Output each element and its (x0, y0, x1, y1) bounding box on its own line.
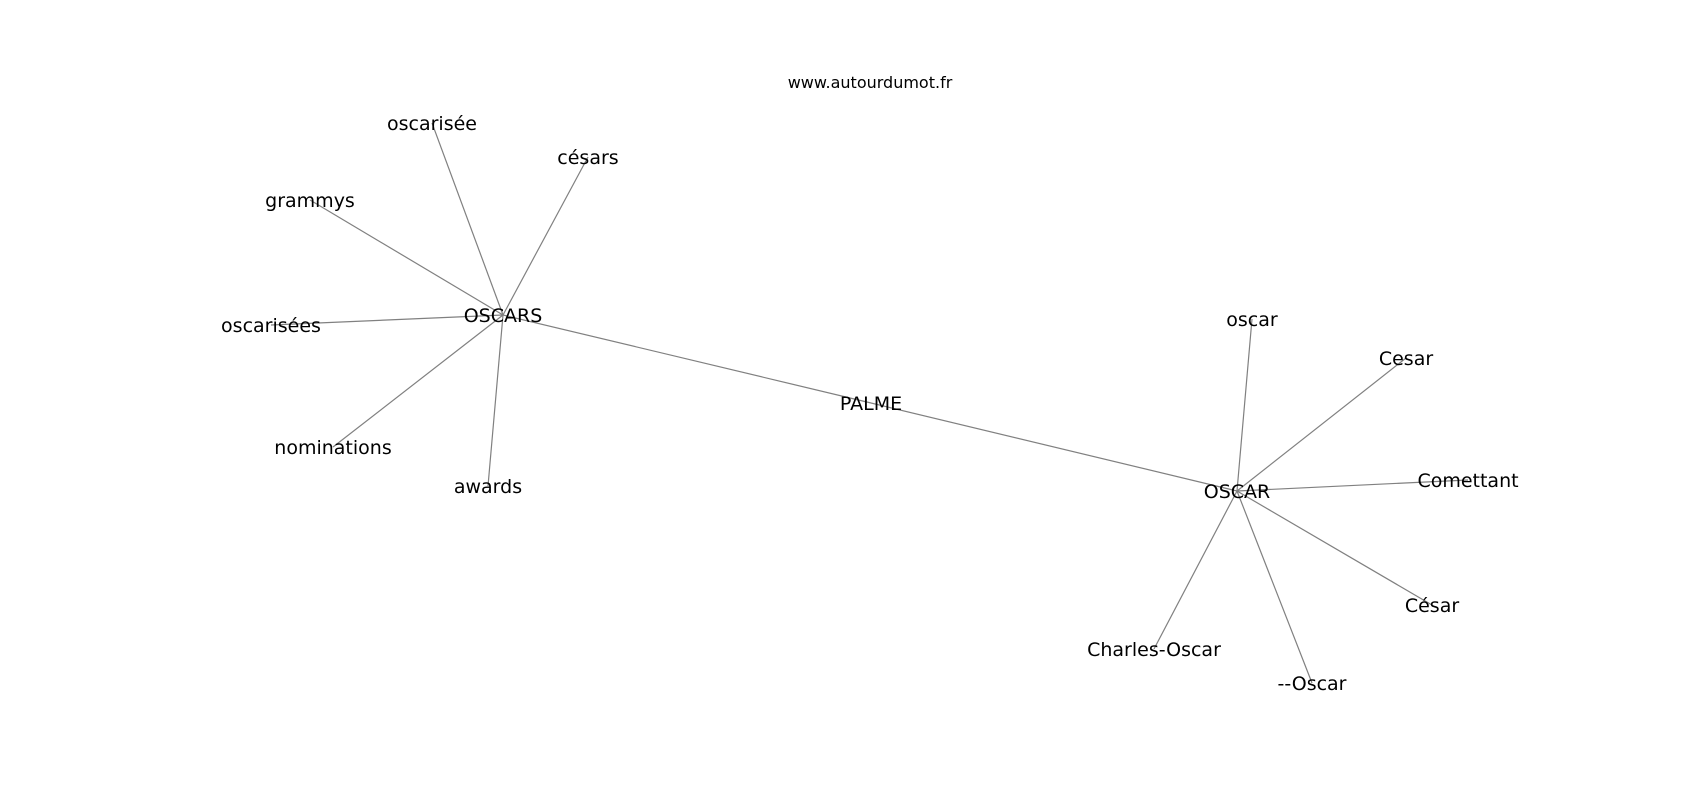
node-oscarisees: oscarisées (221, 315, 321, 337)
node-grammys: grammys (265, 190, 355, 212)
node-awards: awards (454, 476, 522, 498)
node-Comettant: Comettant (1417, 470, 1518, 492)
node-OSCARS: OSCARS (464, 305, 543, 327)
node-layer: PALME OSCARS OSCAR oscarisée césars grammys os… (221, 113, 1519, 695)
edge-OSCAR-Comettant (1236, 479, 1469, 492)
edge-OSCARS-awards (487, 314, 504, 487)
edge-OSCARS-nominations (332, 314, 504, 448)
edge-OSCARS-cesars (502, 156, 589, 316)
node-cesars: césars (557, 147, 618, 169)
node-oscar: oscar (1226, 309, 1278, 331)
node-dashOscar: --Oscar (1278, 673, 1347, 695)
edge-OSCAR-Cesar (1236, 357, 1407, 492)
node-CharlesOscar: Charles-Oscar (1087, 639, 1221, 661)
edge-PALME-OSCAR (870, 402, 1238, 492)
edge-OSCARS-oscarisee (431, 122, 504, 316)
edge-OSCAR-Cesar2 (1236, 490, 1433, 606)
node-Cesar: Cesar (1379, 348, 1433, 370)
site-watermark: www.autourdumot.fr (788, 73, 953, 92)
edge-OSCARS-grammys (309, 199, 504, 316)
edge-OSCAR-dashOscar (1236, 490, 1313, 684)
edge-PALME-OSCARS (502, 314, 872, 404)
node-Cesar2: César (1405, 595, 1459, 617)
edge-OSCAR-CharlesOscar (1153, 490, 1238, 650)
node-nominations: nominations (274, 437, 391, 459)
edge-OSCAR-oscar (1236, 318, 1253, 492)
node-OSCAR: OSCAR (1204, 481, 1270, 503)
node-oscarisee: oscarisée (387, 113, 477, 135)
node-PALME: PALME (840, 393, 902, 415)
edge-OSCARS-oscarisees (270, 314, 504, 326)
edge-layer (270, 122, 1469, 684)
